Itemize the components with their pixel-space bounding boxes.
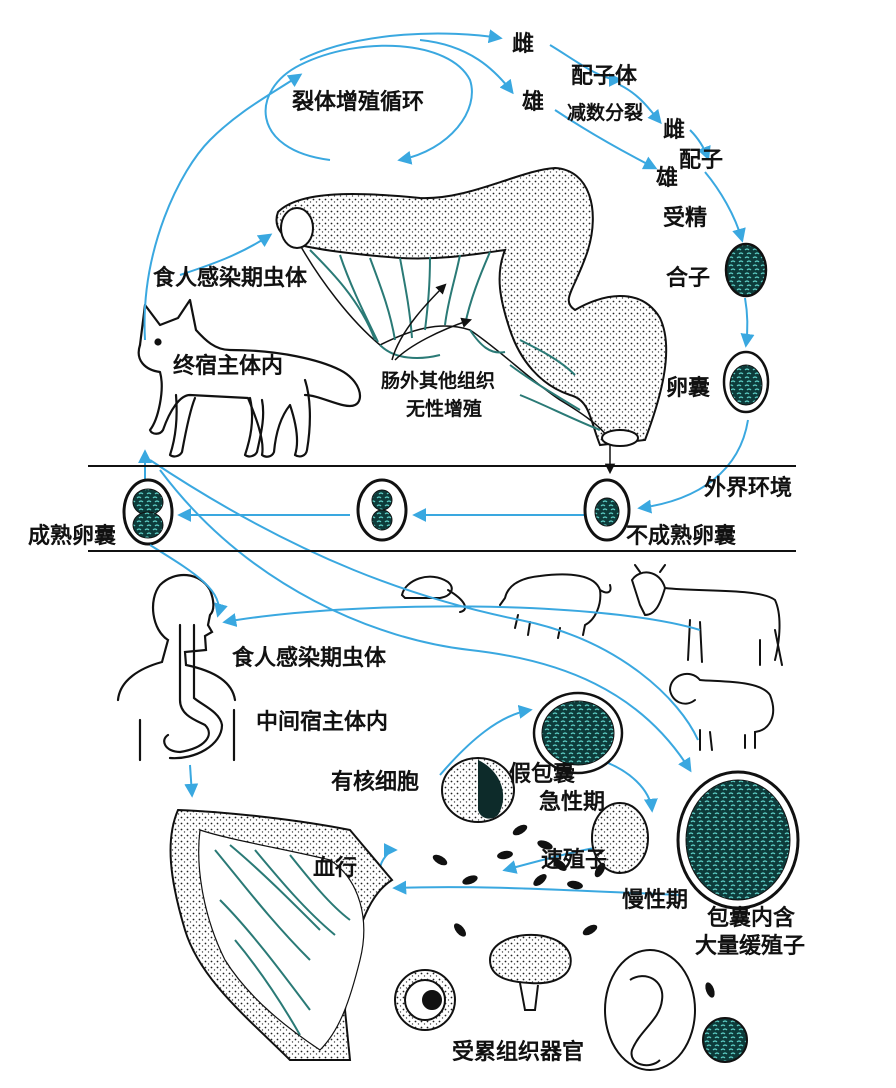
brain-icon [488,934,572,1011]
intermediate-host-label: 中间宿主体内 [256,710,389,735]
mature-oocyst-cell [122,478,174,546]
gamete-label: 配子 [679,148,724,173]
male-label-1: 雄 [522,90,545,115]
pseudocyst-cell [532,691,624,775]
gametocyte-label: 配子体 [571,64,638,89]
fertilization-label: 受精 [663,206,708,231]
pig-icon [499,573,612,639]
cyst-contains-label: 包囊内含 [707,906,796,931]
cat-intestine-illustration [275,166,668,447]
tachyzoite-label: 速殖子 [541,848,608,873]
pseudocyst-label: 假包囊 [509,762,576,787]
affected-organs-illustration [394,934,748,1071]
female-label-2: 雌 [663,118,686,143]
eye-icon [394,969,456,1031]
oocyst-label: 卵囊 [666,376,711,401]
immature-oocyst-cell [583,478,631,542]
intermediate-host-ingest-label: 食人感染期虫体 [232,646,387,671]
mature-oocyst-label: 成熟卵囊 [28,524,117,549]
male-label-2: 雄 [656,166,679,191]
tachyzoite-cluster [432,802,715,998]
affected-organs-label: 受累组织器官 [452,1040,585,1065]
sheep-icon [669,672,775,751]
definitive-host-ingest-label: 食人感染期虫体 [153,266,308,291]
fetus-icon [604,949,696,1071]
mouse-icon [400,575,467,613]
asexual-reproduction-label: 无性增殖 [406,398,483,420]
extraintestinal-tissue-label: 肠外其他组织 [381,370,496,392]
external-environment-label: 外界环境 [704,476,793,501]
bloodstream-label: 血行 [313,856,358,881]
nucleated-cell-label: 有核细胞 [331,770,420,795]
schizogony-cycle-label: 裂体增殖循环 [292,90,425,115]
environment-band-top-line [88,465,796,467]
nucleated-cell-illustration [441,757,515,823]
lymph-node-icon [702,1017,748,1063]
chronic-phase-label: 慢性期 [622,888,689,913]
animal-hosts-illustration [400,564,783,751]
zygote-label: 合子 [666,266,711,291]
meiosis-label: 减数分裂 [567,102,644,124]
sporulating-oocyst-cell [356,478,408,542]
tissue-cyst-cell [676,770,800,910]
oocyst-cell [722,350,770,414]
zygote-cell [724,242,768,298]
bradyzoite-label: 大量缓殖子 [695,934,806,959]
intermediate-intestine-illustration [169,808,394,1061]
cow-icon [631,564,783,666]
acute-phase-label: 急性期 [539,790,606,815]
human-intermediate-host-illustration [116,573,237,762]
cat-illustration [137,298,362,458]
female-label-1: 雌 [512,32,535,57]
definitive-host-label: 终宿主体内 [173,354,284,379]
environment-band-bottom-line [88,550,796,552]
immature-oocyst-label: 不成熟卵囊 [626,524,737,549]
